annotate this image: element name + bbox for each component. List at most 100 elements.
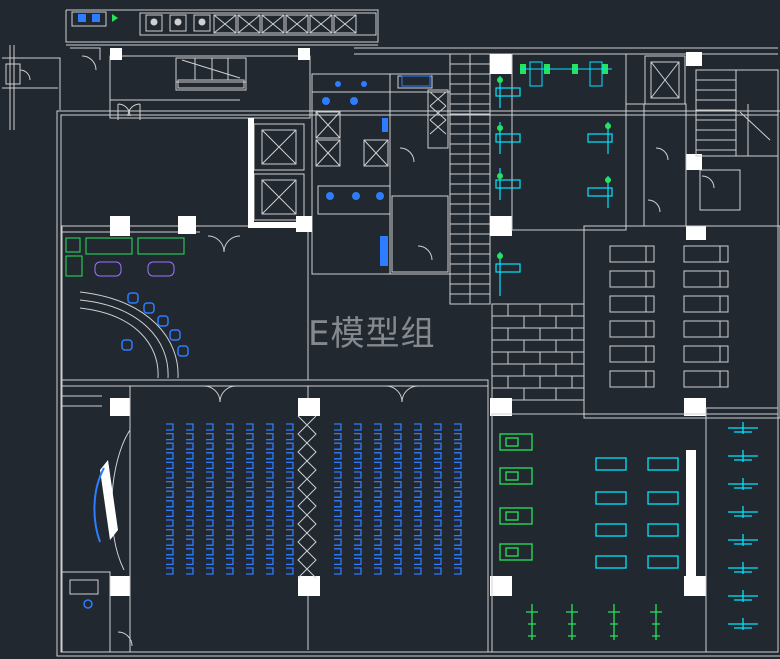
theater-seat-icon xyxy=(454,432,462,441)
theater-seat-icon xyxy=(374,423,382,431)
theater-seat-icon xyxy=(414,509,422,518)
theater-seat-icon xyxy=(206,567,214,575)
theater-seat-icon xyxy=(354,548,362,556)
theater-seat-icon xyxy=(334,442,342,450)
theater-seat-icon xyxy=(226,548,234,556)
elevator-icon xyxy=(253,55,686,221)
theater-seat-icon xyxy=(266,442,274,450)
theater-seat-icon xyxy=(226,490,234,498)
exercise-bike-icon xyxy=(728,422,758,434)
theater-seat-icon xyxy=(354,432,362,441)
theater-seat-icon xyxy=(434,557,442,566)
theater-seat-icon xyxy=(286,519,294,527)
theater-seat-icon xyxy=(186,471,194,479)
theater-seat-icon xyxy=(206,490,214,498)
theater-seat-icon xyxy=(334,480,342,489)
theater-seat-icon xyxy=(186,442,194,450)
theater-seat-icon xyxy=(394,528,402,537)
theater-seat-icon xyxy=(374,519,382,527)
theater-seat-icon xyxy=(394,452,402,460)
theater-seat-icon xyxy=(414,461,422,470)
theater-seat-icon xyxy=(246,528,254,537)
treadmill-icon xyxy=(609,245,655,263)
theater-seat-icon xyxy=(434,471,442,479)
theater-seat-icon xyxy=(394,461,402,470)
theater-seat-icon xyxy=(286,567,294,575)
theater-seat-icon xyxy=(454,519,462,527)
exercise-bike-icon xyxy=(728,590,758,602)
theater-seat-icon xyxy=(226,432,234,441)
theater-seat-icon xyxy=(246,567,254,575)
treadmill-icon xyxy=(683,270,729,288)
theater-seat-icon xyxy=(354,480,362,489)
theater-seat-icon xyxy=(454,528,462,537)
theater-seat-icon xyxy=(206,452,214,460)
theater-seat-icon xyxy=(394,490,402,498)
theater-seat-icon xyxy=(226,442,234,450)
theater-seat-icon xyxy=(374,490,382,498)
theater-seat-icon xyxy=(414,480,422,489)
theater-seat-icon xyxy=(334,538,342,546)
theater-seat-icon xyxy=(434,452,442,460)
theater-seat-icon xyxy=(286,548,294,556)
theater-seat-icon xyxy=(166,548,174,556)
theater-seat-icon xyxy=(186,480,194,489)
theater-seat-icon xyxy=(286,490,294,498)
theater-seat-icon xyxy=(354,452,362,460)
theater-seat-icon xyxy=(374,471,382,479)
theater-seat-icon xyxy=(286,452,294,460)
theater-seat-icon xyxy=(374,567,382,575)
treadmill-icon xyxy=(609,370,655,388)
theater-seat-icon xyxy=(334,548,342,556)
theater-seat-icon xyxy=(186,423,194,431)
theater-seat-icon xyxy=(286,528,294,537)
theater-seat-icon xyxy=(246,432,254,441)
theater-seat-icon xyxy=(186,538,194,546)
theater-seat-icon xyxy=(226,519,234,527)
theater-seat-icon xyxy=(266,490,274,498)
theater-seat-icon xyxy=(434,548,442,556)
theater-seating xyxy=(166,423,462,575)
lounge xyxy=(61,225,489,387)
theater-seat-icon xyxy=(226,557,234,566)
theater-seat-icon xyxy=(246,500,254,508)
theater-seat-icon xyxy=(454,480,462,489)
left-stair xyxy=(70,47,311,120)
theater-seat-icon xyxy=(354,528,362,537)
theater-seat-icon xyxy=(334,432,342,441)
lounge-chairs xyxy=(121,292,189,357)
theater-seat-icon xyxy=(414,471,422,479)
theater-seat-icon xyxy=(226,528,234,537)
theater-seat-icon xyxy=(354,557,362,566)
theater-seat-icon xyxy=(206,538,214,546)
theater-seat-icon xyxy=(394,480,402,489)
rug xyxy=(94,261,175,277)
theater-seat-icon xyxy=(414,432,422,441)
theater-seat-icon xyxy=(266,509,274,518)
theater-seat-icon xyxy=(206,519,214,527)
theater-seat-icon xyxy=(374,500,382,508)
theater-seat-icon xyxy=(454,490,462,498)
theater-seat-icon xyxy=(226,509,234,518)
theater-seat-icon xyxy=(394,432,402,441)
theater-seat-icon xyxy=(206,528,214,537)
theater-seat-icon xyxy=(266,538,274,546)
gym-area xyxy=(491,53,780,653)
theater-seat-icon xyxy=(354,509,362,518)
exercise-bike-icon xyxy=(728,534,758,546)
theater-seat-icon xyxy=(226,452,234,460)
weight-bench-icon xyxy=(595,457,679,569)
theater-seat-icon xyxy=(226,423,234,431)
theater-seat-icon xyxy=(246,461,254,470)
theater-seat-icon xyxy=(434,567,442,575)
treadmill-icon xyxy=(609,295,655,313)
theater-seat-icon xyxy=(166,423,174,431)
theater-seat-icon xyxy=(394,538,402,546)
theater-seat-icon xyxy=(186,432,194,441)
theater-seat-icon xyxy=(354,567,362,575)
theater-seat-icon xyxy=(226,538,234,546)
theater-seat-icon xyxy=(286,423,294,431)
exercise-bike-icon xyxy=(728,478,758,490)
theater-seat-icon xyxy=(454,452,462,460)
